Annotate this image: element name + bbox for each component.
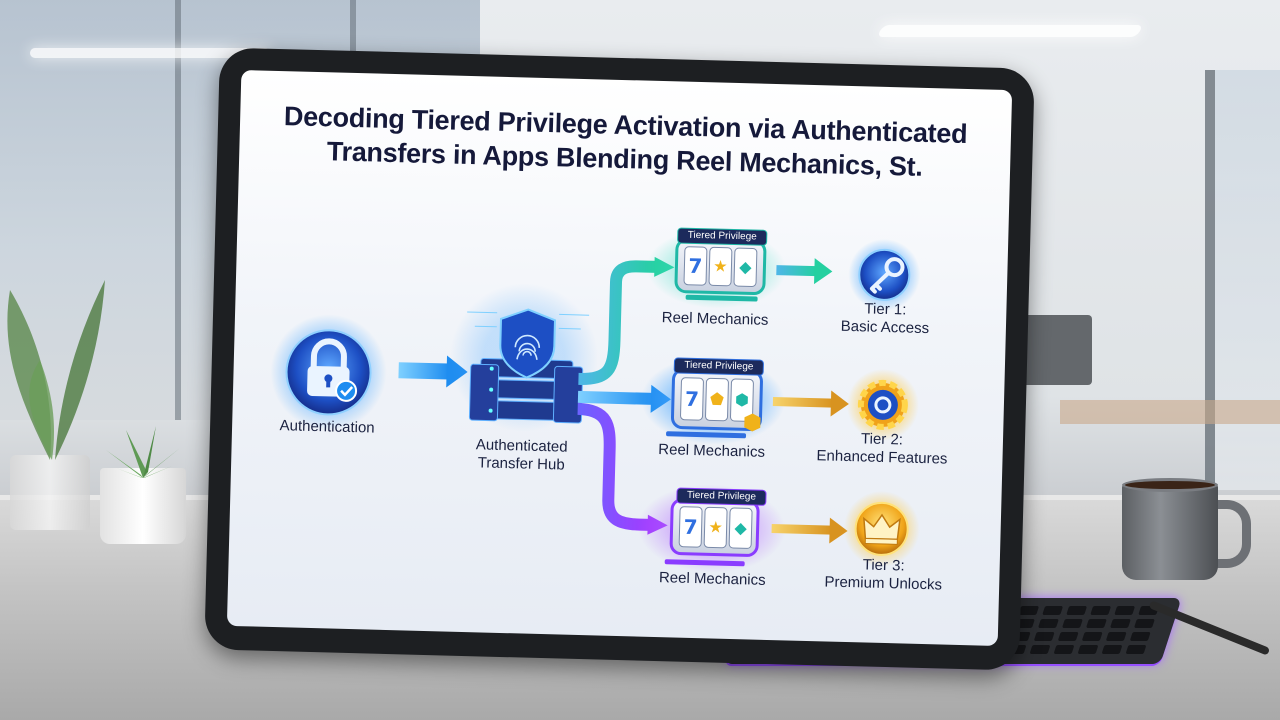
plant-pot-large	[10, 455, 90, 530]
tablet-screen: Decoding Tiered Privilege Activation via…	[226, 70, 1013, 646]
reel-machine-1	[646, 228, 787, 309]
keyboard-key	[1081, 632, 1103, 641]
keyboard-key	[1042, 606, 1064, 615]
mug-handle	[1208, 500, 1251, 568]
tiered-privilege-badge-2: Tiered Privilege	[673, 357, 765, 376]
keyboard-key	[1109, 619, 1131, 628]
tier3-node	[843, 490, 920, 567]
keyboard-key	[1057, 632, 1079, 641]
hub-label: Authenticated Transfer Hub	[461, 436, 582, 475]
keyboard-key	[1066, 606, 1088, 615]
tier3-label-line-2: Premium Unlocks	[824, 573, 943, 594]
tier2-label-line-2: Enhanced Features	[816, 447, 948, 468]
keyboard-key	[1105, 632, 1127, 641]
keyboard-key	[1033, 632, 1055, 641]
keyboard-key	[1133, 619, 1155, 628]
succulent-icon	[106, 426, 180, 478]
tier1-node	[848, 238, 921, 311]
ceiling-light	[30, 48, 270, 58]
reel-machine-3	[637, 484, 786, 573]
tablet-device: Decoding Tiered Privilege Activation via…	[204, 47, 1035, 671]
keyboard-key	[1129, 632, 1151, 641]
arrow-reel2-to-tier2	[772, 390, 849, 417]
key-icon	[869, 257, 905, 294]
background-table	[1060, 400, 1280, 424]
tier1-label-line-2: Basic Access	[840, 317, 930, 338]
hub-label-line-2: Transfer Hub	[477, 454, 565, 474]
keyboard-key	[1090, 606, 1112, 615]
fingerprint-shield-icon	[499, 308, 557, 379]
flow-diagram	[270, 228, 921, 573]
keyboard-key	[1018, 606, 1040, 615]
reel-symbol-1-1: 7	[688, 253, 703, 279]
window-frame	[175, 0, 181, 420]
reel-symbol-1-2: ★	[713, 256, 728, 276]
background-window-right	[1205, 70, 1280, 490]
reel-label-1: Reel Mechanics	[661, 309, 769, 329]
keyboard-key	[1037, 619, 1059, 628]
arrow-reel3-to-tier3	[771, 517, 848, 544]
padlock-check-icon	[307, 338, 358, 402]
authentication-node	[270, 314, 387, 431]
crown-icon	[863, 513, 901, 545]
keyboard-key	[1053, 645, 1075, 654]
reel-symbol-3-3: ◆	[734, 518, 748, 538]
tier2-label: Tier 2: Enhanced Features	[816, 429, 947, 468]
tier3-label: Tier 3: Premium Unlocks	[818, 555, 949, 594]
plant-pot	[100, 468, 186, 544]
tiered-privilege-badge-3: Tiered Privilege	[676, 487, 767, 506]
reel-symbol-2-3: ⬢	[734, 390, 750, 410]
reel-label-3: Reel Mechanics	[658, 569, 766, 589]
reel-symbol-1-3: ◆	[739, 257, 752, 277]
reel-machine-2	[640, 356, 785, 445]
keyboard-key	[1101, 645, 1123, 654]
keyboard-key	[1029, 645, 1051, 654]
reel-symbol-2-2: ⬟	[709, 389, 725, 409]
keyboard-key	[1125, 645, 1147, 654]
keyboard-key	[1114, 606, 1136, 615]
ceiling-light	[876, 25, 1144, 37]
plant-leaves-large-icon	[7, 280, 105, 460]
keyboard-key	[1085, 619, 1107, 628]
keyboard-key	[1061, 619, 1083, 628]
coffee-surface	[1122, 478, 1218, 492]
tier2-node	[846, 368, 919, 441]
reel-label-2: Reel Mechanics	[658, 441, 766, 461]
keyboard-key	[1077, 645, 1099, 654]
tiered-privilege-badge-1: Tiered Privilege	[677, 227, 768, 246]
reel-symbol-3-1: 7	[683, 514, 698, 540]
gear-icon	[857, 379, 908, 430]
authentication-label: Authentication	[279, 417, 375, 437]
arrow-reel1-to-tier1	[776, 258, 833, 285]
transfer-hub-node	[450, 283, 599, 432]
tier1-label: Tier 1: Basic Access	[825, 299, 946, 338]
coffee-mug	[1122, 482, 1218, 580]
reel-symbol-3-2: ★	[708, 517, 724, 537]
reel-symbol-2-1: 7	[684, 386, 700, 412]
